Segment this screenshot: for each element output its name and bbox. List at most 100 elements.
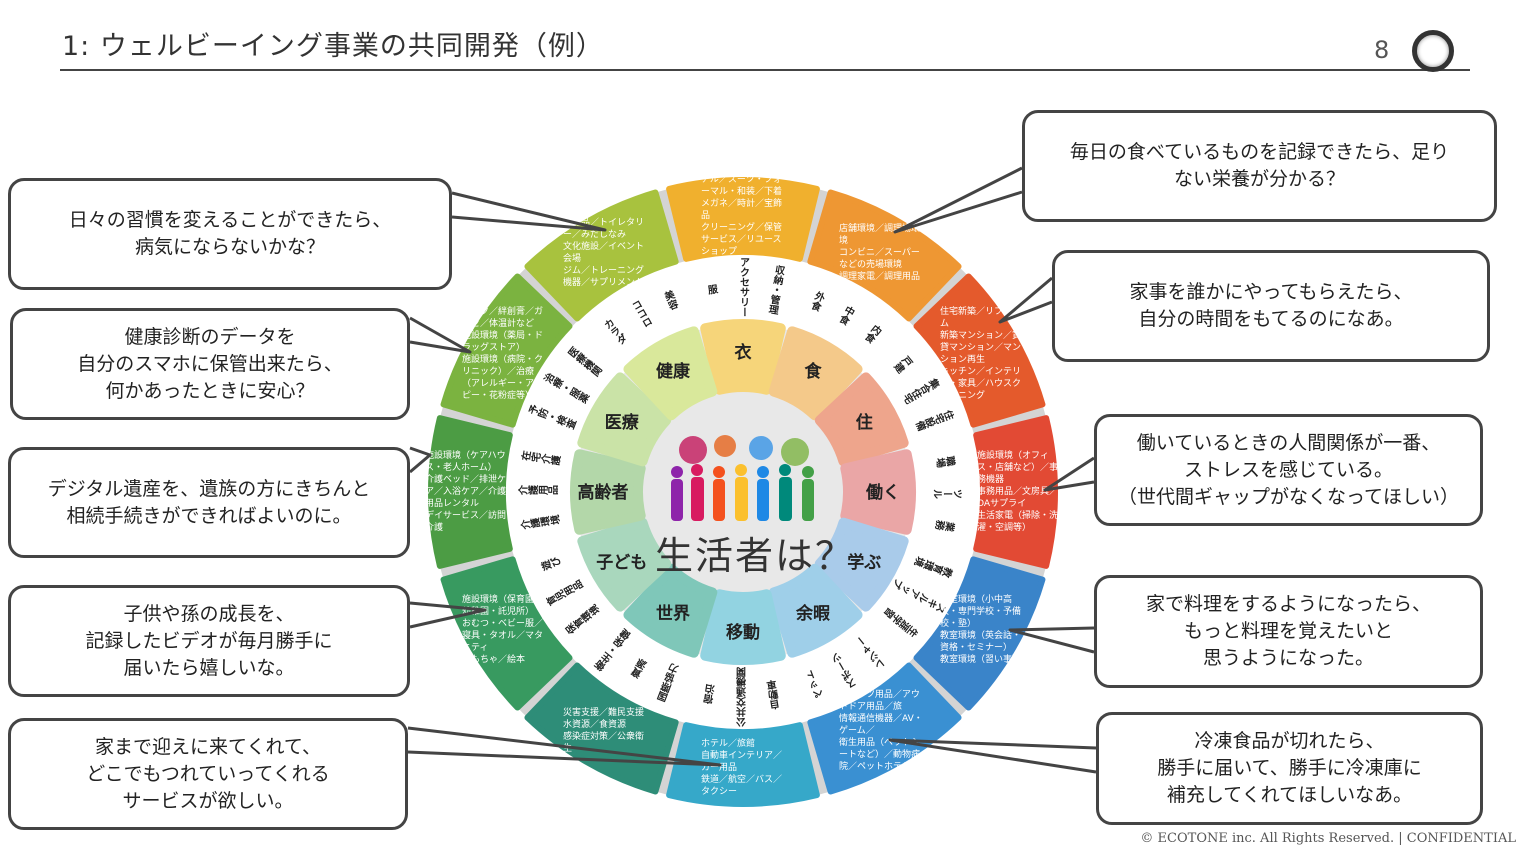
speech-bubble: 冷凍食品が切れたら、勝手に届いて、勝手に冷凍庫に補充してくれてほしいなあ。 xyxy=(1096,712,1483,825)
speech-bubble-line: 自分の時間をもてるのになあ。 xyxy=(1138,308,1404,330)
segment-outer-band xyxy=(440,556,573,711)
speech-bubble-line: デジタル遺産を、遺族の方にきちんと xyxy=(47,477,371,500)
segment-sub-ring xyxy=(579,617,695,719)
outer-item: 教室環境（小中高大・専門学校・予備校・塾） xyxy=(940,595,1022,629)
segment-petal[interactable] xyxy=(814,517,909,612)
speech-bubble-line: 補充してくれてほしいなあ。 xyxy=(1166,784,1413,806)
speech-bubble-line: 日々の習慣を変えることができたら、 xyxy=(68,209,392,231)
segment-outer-band xyxy=(913,556,1046,711)
segment-label: 子ども xyxy=(596,553,647,573)
segment-petal[interactable] xyxy=(577,372,672,467)
outer-item: おもちゃ／絵本 xyxy=(461,655,525,665)
segment-label: 余暇 xyxy=(795,603,830,624)
outer-item: 施設環境（ケアハウス・老人ホーム） xyxy=(425,451,506,473)
segment-label: 住 xyxy=(856,412,873,433)
segment-outer-band xyxy=(913,273,1046,428)
outer-item: メガネ／時計／宝飾品 xyxy=(701,199,783,221)
speech-bubble-line: サービスが欲しい。 xyxy=(122,789,294,812)
outer-item: 文化施設／イベント会場 xyxy=(563,241,645,264)
segment-sub-label: 公共交通機関 xyxy=(737,666,749,727)
speech-bubble-line: 子供や孫の成長を、 xyxy=(123,602,295,625)
outer-item: おむつ・ベビー服／寝具・タオル／マタニティ xyxy=(461,619,543,653)
outer-item: 教室環境（習い事） xyxy=(940,655,1022,665)
speech-bubble: 健康診断のデータを自分のスマホに保管出来たら、何かあったときに安心？ xyxy=(10,308,410,420)
speech-bubble-line: 思うようになった。 xyxy=(1202,647,1374,669)
segment-sub-ring xyxy=(507,435,575,549)
outer-item: 鉄道／航空／バス／タクシー xyxy=(701,775,783,797)
speech-bubble-line: 自分のスマホに保管出来たら、 xyxy=(77,352,343,375)
outer-item: アル／スーツ・フォーマル・和装／下着 xyxy=(701,175,783,197)
segment-petal[interactable] xyxy=(700,319,786,395)
outer-item: キッチン／インテリア・家具／ハウスクリーニング xyxy=(940,367,1022,401)
outer-item: 施設環境（病院・クリニック）／治療（アレルギー・アトピー・花粉症等） xyxy=(461,355,543,401)
speech-bubble: 毎日の食べているものを記録できたら、足りない栄養が分かる？ xyxy=(1022,110,1497,222)
segment-sub-label: 服 xyxy=(705,283,719,296)
segment-label: 健康 xyxy=(656,361,691,382)
segment-petal[interactable] xyxy=(814,372,909,467)
speech-bubble-line: 毎日の食べているものを記録できたら、足り xyxy=(1069,141,1450,163)
people-illustration-icon xyxy=(671,435,814,521)
segment-sub-ring xyxy=(868,328,970,444)
segment-petal[interactable] xyxy=(570,449,646,535)
outer-item: ジム／トレーニング機器／サプリメント xyxy=(563,265,645,288)
speech-bubble-line: 病気にならないかな？ xyxy=(134,236,325,258)
segment-outer-items: 店舗環境／調理場環境コンビニ／スーパーなどの売場環境調理家電／調理用品 xyxy=(839,223,923,283)
segment-label: 働く xyxy=(865,482,900,503)
page-number: 8 xyxy=(1374,36,1390,64)
speech-bubble-line: 家まで迎えに来てくれて、 xyxy=(95,735,321,758)
outer-item: 施設環境（保育園・幼稚園・託児所） xyxy=(461,595,543,617)
segment-label: 学ぶ xyxy=(847,552,881,573)
outer-item: ホテル／旅館 xyxy=(701,739,756,749)
segment-label: 移動 xyxy=(726,622,760,643)
segment-outer-items: スポーツ用品／アウトドア用品／旅情報通信機器／AV・ゲーム／衛生用品（ペットシー… xyxy=(839,689,923,773)
segment-petal[interactable] xyxy=(623,326,718,421)
speech-bubble-line: （世代間ギャップがなくなってほしい） xyxy=(1117,485,1460,508)
segment-label: 高齢者 xyxy=(578,482,629,503)
speech-bubble: 家で料理をするようになったら、もっと料理を覚えたいと思うようになった。 xyxy=(1094,575,1483,688)
ecotone-logo-icon xyxy=(1412,30,1454,72)
speech-bubble-line: 家事を誰かにやってもらえたら、 xyxy=(1129,281,1413,303)
speech-bubble-line: 記録したビデオが毎月勝手に xyxy=(85,629,333,652)
segment-outer-items: 化粧品／トイレタリー／みだしなみ文化施設／イベント会場ジム／トレーニング機器／サ… xyxy=(563,217,647,289)
speech-bubble: 家事を誰かにやってもらえたら、自分の時間をもてるのになあ。 xyxy=(1052,250,1490,362)
segment-outer-items: 災害支援／難民支援水資源／食資源感染症対策／公衆衛生 xyxy=(563,707,647,755)
segment-outer-band xyxy=(440,273,573,428)
outer-item: 事務用品／文房具／OAサプライ xyxy=(977,487,1059,509)
outer-item: 衛生用品（ペットシートなど）／動物病院／ペットホテル xyxy=(839,738,921,773)
outer-item: 化粧品／トイレタリー／みだしなみ xyxy=(563,217,645,240)
outer-item: 新築マンション／賃貸マンション／マンション再生 xyxy=(940,331,1022,365)
segment-sub-label: ツール xyxy=(933,487,963,499)
segment-sub-ring xyxy=(516,540,618,656)
segment-outer-items: 施設環境（オフィス・店舗など）／事務機器事務用品／文房具／OAサプライ生活家電（… xyxy=(977,450,1061,534)
segment-sub-ring xyxy=(791,617,907,719)
speech-bubble-line: 何かあったときに安心？ xyxy=(105,379,315,402)
segment-sub-ring xyxy=(579,265,695,367)
segment-petal[interactable] xyxy=(840,449,916,535)
segment-sub-ring xyxy=(791,265,907,367)
speech-bubble-line: 冷凍食品が切れたら、 xyxy=(1194,730,1385,752)
speech-bubble-line: どこでもつれていってくれる xyxy=(86,762,330,785)
speech-bubble: 家まで迎えに来てくれて、どこでもつれていってくれるサービスが欲しい。 xyxy=(8,718,408,830)
center-label: 生活者は？ xyxy=(655,534,856,578)
segment-sub-label: 宿泊 xyxy=(703,683,718,707)
segment-petal[interactable] xyxy=(768,563,863,658)
segment-petal[interactable] xyxy=(700,589,786,665)
outer-item: 調理家電／調理用品 xyxy=(839,271,921,282)
speech-bubble: 日々の習慣を変えることができたら、病気にならないかな？ xyxy=(8,178,452,290)
outer-item: スポーツ用品／アウトドア用品／旅 xyxy=(839,690,920,713)
outer-item: 情報通信機器／AV・ゲーム／ xyxy=(839,714,923,737)
outer-item: 生活家電（掃除・洗濯・空調等） xyxy=(977,511,1059,533)
segment-outer-items: マスク／絆創膏／ガーゼ／体温計など施設環境（薬局・ドラッグストア）施設環境（病院… xyxy=(462,306,546,402)
speech-bubble: デジタル遺産を、遺族の方にきちんと相続手続きができればよいのに。 xyxy=(8,447,410,558)
segment-petal[interactable] xyxy=(623,563,718,658)
segment-petal[interactable] xyxy=(577,517,672,612)
speech-bubble-line: もっと料理を覚えたいと xyxy=(1183,620,1393,642)
segment-outer-items: アル／スーツ・フォーマル・和装／下着メガネ／時計／宝飾品クリーニング／保管サービ… xyxy=(701,174,785,258)
outer-item: 水資源／食資源 xyxy=(563,720,627,731)
segment-sub-ring xyxy=(868,540,970,656)
segment-petal[interactable] xyxy=(768,326,863,421)
speech-bubble-line: 家で料理をするようになったら、 xyxy=(1145,593,1431,615)
outer-item: 施設環境（オフィス・店舗など）／事務機器 xyxy=(977,451,1059,485)
segment-label: 衣 xyxy=(735,342,752,363)
